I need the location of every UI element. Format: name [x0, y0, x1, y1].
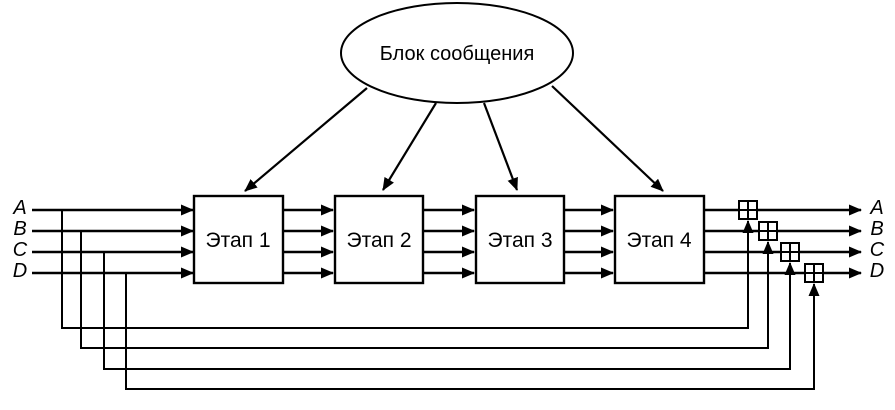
plus-cross-d: [805, 264, 823, 282]
input-label-a: A: [12, 197, 26, 219]
stage-3-label: Этап 3: [487, 229, 552, 252]
output-label-b: B: [870, 218, 883, 240]
output-label-a: A: [869, 197, 883, 219]
stage1-stage2-wires: [283, 204, 334, 279]
input-label-c: C: [13, 239, 28, 261]
stage-3-box: [474, 194, 566, 285]
stage-1-label: Этап 1: [205, 229, 270, 252]
message-block-ellipse: [340, 2, 574, 104]
adder-d: [804, 263, 824, 283]
stage-3-node: Этап 3: [474, 194, 566, 285]
message-fanout-arrows: [244, 85, 664, 192]
adder-a: [738, 200, 758, 220]
adder-c: [780, 242, 800, 262]
stage-1-box: [192, 194, 285, 285]
message-block-node: Блок сообщения: [340, 2, 574, 104]
plus-cross-c: [781, 243, 799, 261]
input-labels: A B C D: [12, 197, 27, 282]
output-wires: [704, 204, 862, 279]
fanout-arrow-stage-2: [382, 102, 437, 191]
adder-b: [758, 221, 778, 241]
feedback-loop-a: [61, 210, 754, 329]
input-label-d: D: [13, 260, 27, 282]
message-block-label: Блок сообщения: [380, 43, 535, 65]
feedback-loops: [61, 210, 820, 390]
stage-2-node: Этап 2: [333, 194, 425, 285]
fanout-arrow-stage-1: [244, 87, 368, 192]
feedback-loop-d: [125, 273, 820, 390]
stage-1-node: Этап 1: [192, 194, 285, 285]
fanout-arrow-stage-3: [482, 102, 519, 191]
stage-2-box: [333, 194, 425, 285]
stage3-stage4-wires: [564, 204, 614, 279]
input-wires: [32, 204, 194, 279]
input-label-b: B: [13, 218, 26, 240]
stage-2-label: Этап 2: [346, 229, 411, 252]
feedback-loop-c: [103, 252, 796, 370]
output-label-d: D: [870, 260, 884, 282]
plus-cross-a: [739, 201, 757, 219]
stage-4-node: Этап 4: [613, 194, 706, 285]
output-labels: A B C D: [869, 197, 884, 282]
feedback-loop-b: [80, 231, 774, 349]
stage-4-label: Этап 4: [626, 229, 691, 252]
plus-cross-b: [759, 222, 777, 240]
fanout-arrow-stage-4: [551, 85, 664, 192]
output-label-c: C: [870, 239, 885, 261]
stage2-stage3-wires: [423, 204, 475, 279]
stage-4-box: [613, 194, 706, 285]
